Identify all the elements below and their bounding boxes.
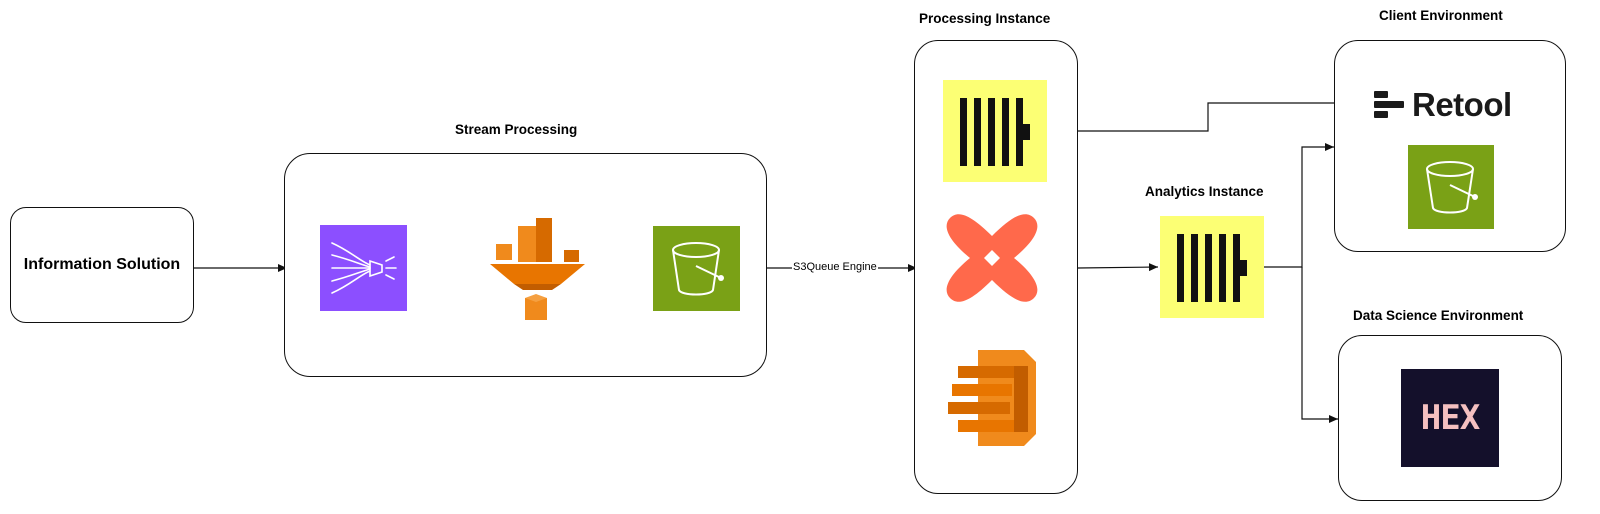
processing-instance-title: Processing Instance (919, 11, 1051, 26)
edge-analytics-to-datascience (1301, 267, 1338, 423)
data-science-environment-title: Data Science Environment (1353, 308, 1524, 323)
client-s3-bucket-icon (1408, 145, 1494, 229)
edge-retool-to-clickhouse (1051, 102, 1370, 135)
retool-mark-icon (1374, 91, 1404, 118)
emr-icon (948, 346, 1040, 450)
information-solution-node[interactable]: Information Solution (10, 207, 194, 323)
client-environment-title: Client Environment (1379, 8, 1503, 23)
s3-bucket-icon (653, 226, 740, 311)
analytics-clickhouse-icon[interactable] (1160, 216, 1264, 318)
retool-logo: Retool (1372, 86, 1532, 124)
analytics-instance-title: Analytics Instance (1145, 184, 1264, 199)
s3queue-engine-label: S3Queue Engine (792, 261, 878, 273)
hex-logo: HEX (1401, 369, 1499, 467)
stream-processing-title: Stream Processing (455, 122, 578, 137)
kinesis-analytics-icon (490, 214, 585, 324)
kinesis-firehose-icon (320, 225, 407, 311)
dbt-icon (940, 206, 1044, 310)
clickhouse-icon (943, 80, 1047, 182)
edge-processing-to-analytics (1077, 263, 1159, 272)
hex-wordmark: HEX (1420, 398, 1480, 438)
information-solution-label: Information Solution (23, 256, 181, 273)
retool-wordmark: Retool (1412, 86, 1512, 123)
edge-analytics-to-client (1264, 143, 1334, 268)
